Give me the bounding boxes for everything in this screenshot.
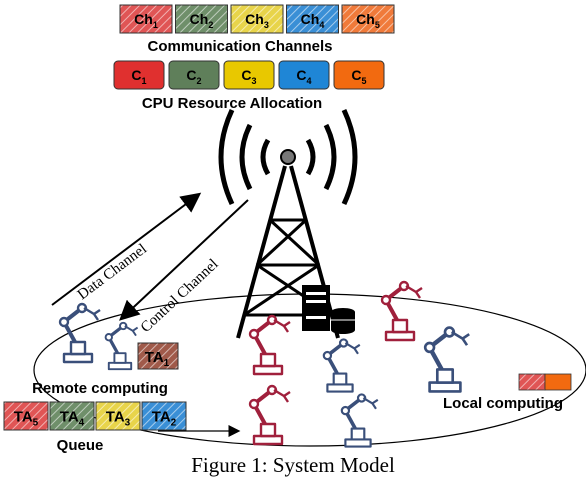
queue-task-2-label: TA4	[60, 408, 85, 428]
remote-task-box: TA1	[137, 342, 179, 370]
channel-box-5-label: Ch5	[356, 11, 380, 30]
channel-box-3: Ch3	[230, 4, 284, 34]
local-computing-label: Local computing	[443, 395, 563, 412]
cpu-box-1: C1	[113, 60, 165, 90]
cpu-box-3-label: C3	[241, 67, 256, 86]
data-channel-arrow	[51, 192, 202, 306]
queue-task-4-label: TA2	[152, 408, 177, 428]
communication-channels-row: Ch1 Ch2 Ch3 Ch4 Ch5	[119, 4, 395, 34]
robot-local-5-icon	[248, 384, 291, 446]
queue-task-1-label: TA5	[14, 408, 39, 428]
antenna-tower-icon	[218, 108, 358, 339]
channel-box-4-label: Ch4	[301, 11, 325, 30]
robot-local-6-icon	[340, 393, 379, 448]
remote-computing-label: Remote computing	[32, 380, 168, 397]
cpu-box-4-label: C4	[296, 67, 311, 86]
channel-box-5: Ch5	[341, 4, 395, 34]
queue-task-4: TA2	[141, 401, 187, 431]
channel-box-2-label: Ch2	[190, 11, 214, 30]
cpu-box-3: C3	[223, 60, 275, 90]
local-task-box	[518, 373, 572, 391]
control-channel-label: Control Channel	[138, 256, 222, 336]
remote-task-index: 1	[164, 358, 170, 369]
channel-box-3-label: Ch3	[245, 11, 269, 30]
robot-local-3-icon	[322, 338, 361, 393]
queue-task-3-label: TA3	[106, 408, 131, 428]
remote-task-name: TA	[145, 349, 164, 366]
channel-box-4: Ch4	[286, 4, 339, 34]
queue-label: Queue	[57, 437, 104, 454]
robot-local-1-icon	[248, 314, 291, 376]
robot-local-2-icon	[380, 280, 423, 342]
channel-box-1: Ch1	[119, 4, 173, 34]
cpu-box-2: C2	[168, 60, 220, 90]
queue-task-2: TA4	[49, 401, 95, 431]
svg-text:TA1: TA1	[145, 349, 170, 369]
cpu-resource-title: CPU Resource Allocation	[142, 95, 322, 112]
robot-remote-2-icon	[104, 321, 139, 371]
server-icon	[302, 285, 355, 334]
channel-box-1-label: Ch1	[134, 11, 158, 30]
robot-arms	[58, 280, 470, 448]
channel-box-2: Ch2	[175, 4, 228, 34]
communication-channels-title: Communication Channels	[147, 38, 332, 55]
figure-caption: Figure 1: System Model	[191, 453, 395, 477]
cpu-box-5-label: C5	[351, 67, 366, 86]
data-channel-label: Data Channel	[75, 241, 150, 303]
cpu-box-5: C5	[333, 60, 385, 90]
cpu-box-2-label: C2	[186, 67, 201, 86]
queue-task-1: TA5	[3, 401, 49, 431]
control-channel-arrow	[119, 199, 249, 321]
cpu-box-4: C4	[278, 60, 330, 90]
robot-remote-1-icon	[58, 302, 101, 364]
cpu-box-1-label: C1	[131, 67, 146, 86]
queue-task-3: TA3	[95, 401, 141, 431]
cpu-resource-row: C1 C2 C3 C4 C5	[113, 60, 385, 90]
task-queue: TA5 TA4 TA3 TA2	[3, 401, 187, 431]
robot-local-4-icon	[423, 326, 470, 393]
